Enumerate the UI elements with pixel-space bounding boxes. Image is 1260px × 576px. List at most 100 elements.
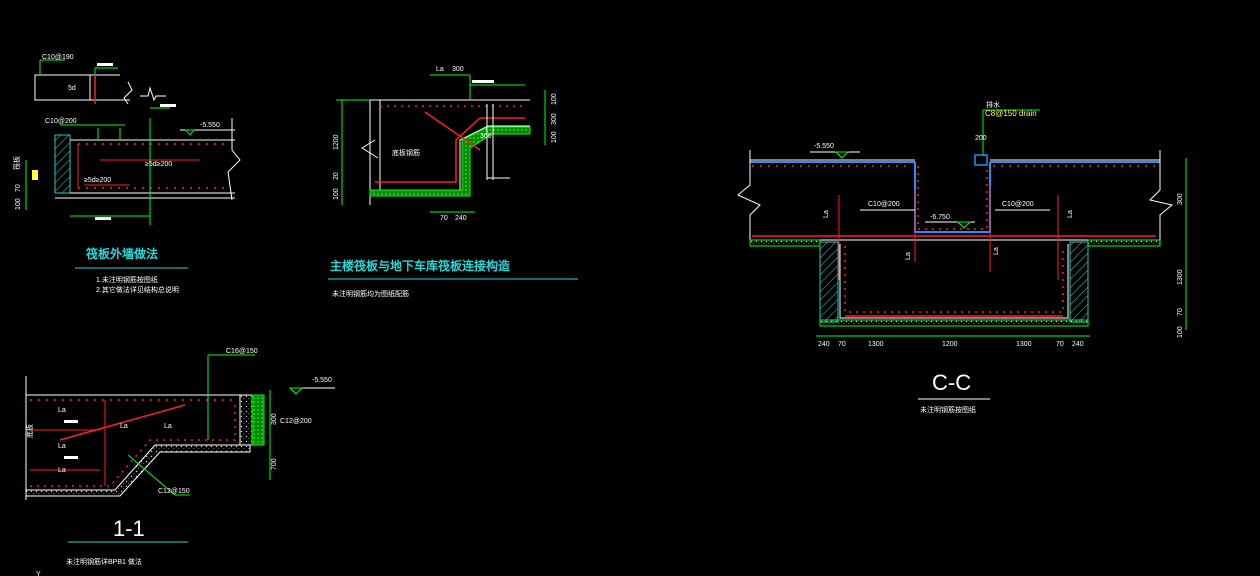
- detail-b-title: 主楼筏板与地下车库筏板连接构造: [330, 258, 511, 273]
- break-left: [737, 150, 761, 240]
- rebar-bottom: [30, 400, 236, 487]
- small-note-2: [160, 104, 176, 107]
- la-3: La: [905, 252, 912, 260]
- label-mid: 底板钢筋: [392, 148, 420, 157]
- rebar-top-label: C16@150: [226, 348, 258, 355]
- dim-r-3: 100: [1177, 326, 1184, 338]
- dim-right-3: 100: [551, 131, 558, 143]
- slab-outline: [370, 125, 530, 191]
- dim-100: 100: [15, 198, 22, 210]
- note-2: 2.其它做法详见结构总说明: [96, 285, 179, 294]
- wall-hatch: [54, 134, 71, 194]
- rebar-label-main: C10@200: [45, 118, 77, 125]
- ucs-mark: Y: [36, 571, 41, 576]
- elevation-label: -5.550: [200, 122, 220, 129]
- note-a: [64, 420, 78, 423]
- elevation-pit: -6.750: [930, 214, 950, 221]
- rebar-right-label: C12@200: [280, 418, 312, 425]
- gravel-right: [1087, 239, 1161, 247]
- rebar-right-label: C10@200: [1002, 201, 1034, 208]
- dim-b-3: 1200: [942, 341, 958, 348]
- pit-rebar: [844, 246, 1064, 313]
- yellow-marker: [32, 170, 38, 180]
- dim-b-4: 1300: [1016, 341, 1032, 348]
- dim-bottom-70: 70: [440, 215, 448, 222]
- detail-d-subtitle: 未注明钢筋详BPB1 做法: [66, 557, 142, 566]
- waterproof-green: [369, 126, 531, 197]
- detail-section-cc: C10@200 C10@200 La La La La -5.550 -6.75…: [737, 100, 1187, 414]
- dim-b-2: 1300: [868, 341, 884, 348]
- gravel-bottom: [819, 319, 1089, 327]
- dim-r-1: 300: [271, 413, 278, 425]
- note-small: [472, 80, 494, 83]
- leader-slope: [127, 454, 176, 496]
- dim-300: 300: [452, 66, 464, 73]
- dim-100: 100: [333, 188, 340, 200]
- elev-top-marker: [834, 151, 850, 159]
- elev-marker: [288, 387, 304, 395]
- detail-c-subtitle: 未注明钢筋按图纸: [920, 405, 976, 414]
- break-line-2: [140, 86, 166, 102]
- rebar-slope-label: C12@150: [158, 488, 190, 495]
- dim-b-1: 70: [838, 341, 846, 348]
- small-note: [97, 63, 113, 66]
- detail-b-note: 未注明钢筋均为图纸配筋: [332, 289, 409, 298]
- pit-wall-left: [819, 241, 839, 323]
- break-line: [123, 81, 133, 105]
- label-left: 底板: [25, 424, 34, 438]
- lap-label-b: ≥5d≥200: [84, 177, 111, 184]
- dim-right-2: 300: [551, 113, 558, 125]
- rebar-slope: [375, 117, 525, 183]
- dim-left-label: 筏板: [12, 156, 21, 170]
- rebar-diag: [59, 404, 186, 441]
- rebar-label-top: C10@190: [42, 54, 74, 61]
- lap-label-5d: 5d: [68, 85, 76, 92]
- dim-200: 200: [975, 135, 987, 142]
- dim-bottom-240: 240: [455, 215, 467, 222]
- dim-r-0: 300: [1177, 193, 1184, 205]
- break-right: [1149, 150, 1174, 240]
- pit-outline: [839, 244, 1069, 319]
- dim-r-2: 700: [271, 458, 278, 470]
- dim-20: 20: [333, 172, 340, 180]
- elev-marker: [184, 129, 196, 136]
- la-2: La: [1067, 210, 1074, 218]
- wall-green: [251, 394, 265, 446]
- rebar-pit: [917, 166, 988, 230]
- rebar-top-box: [34, 74, 91, 101]
- wall-grav: [239, 394, 253, 446]
- detail-section-11: La La La La La 底板 C16@150 -5.550 300 700…: [25, 348, 335, 576]
- dim-right-1: 100: [551, 93, 558, 105]
- drain-label: C8@150 drain: [985, 109, 1037, 118]
- detail-c-title: C-C: [932, 370, 971, 395]
- elevation-top: -5.550: [814, 143, 834, 150]
- dim-la: La: [436, 66, 444, 73]
- label-300: 300: [480, 133, 492, 140]
- la-2: La: [120, 423, 128, 430]
- small-note-3: [95, 217, 111, 220]
- la-4: La: [58, 443, 66, 450]
- note-1: 1.未注明钢筋按图纸: [96, 275, 158, 284]
- gravel-left: [749, 239, 821, 247]
- rebar-left-label: C10@200: [868, 201, 900, 208]
- la-5: La: [58, 467, 66, 474]
- detail-a-title: 筏板外墙做法: [86, 246, 158, 261]
- dim-r-1: 1300: [1177, 269, 1184, 285]
- la-1: La: [823, 210, 830, 218]
- dim-b-6: 240: [1072, 341, 1084, 348]
- la-1: La: [58, 407, 66, 414]
- detail-raft-connection: La 300 1200 20 100 100 300 100 70 240 底板…: [328, 66, 578, 298]
- pit-wall-right: [1069, 241, 1089, 323]
- elev-pit-marker: [956, 221, 972, 229]
- detail-raft-exterior-wall: C10@190 5d C10@200 -5.550 ≥5d≥200 ≥5d≥20…: [12, 54, 241, 294]
- note-b: [64, 456, 78, 459]
- detail-d-title: 1-1: [113, 516, 145, 541]
- drain-label-2: 排水: [986, 100, 1000, 109]
- rebar-diag: [424, 111, 481, 151]
- dim-r-2: 70: [1177, 308, 1184, 316]
- elevation-label: -5.550: [312, 377, 332, 384]
- dim-b-0: 240: [818, 341, 830, 348]
- la-3: La: [164, 423, 172, 430]
- gravel: [25, 444, 251, 497]
